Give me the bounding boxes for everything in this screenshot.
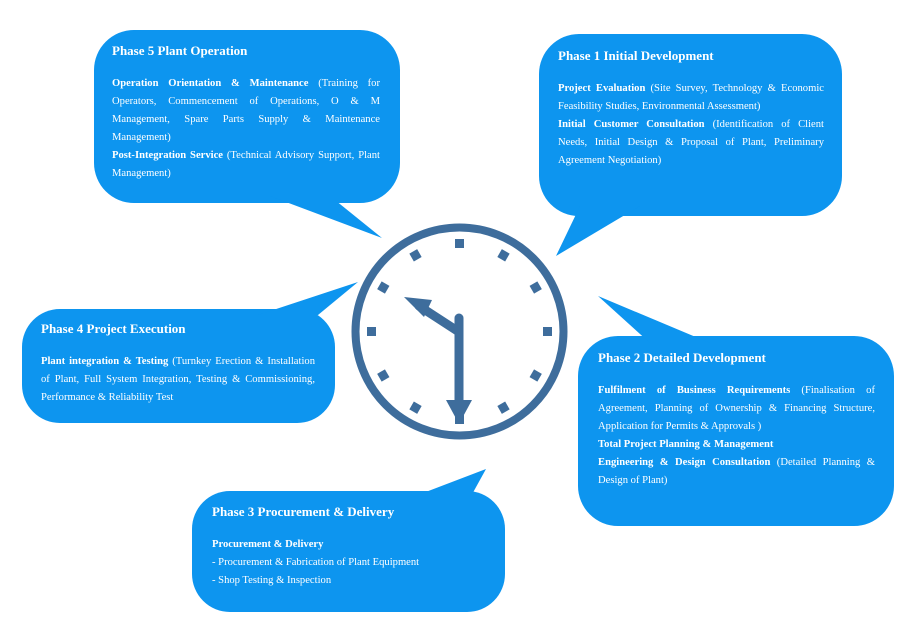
phase2-item3-text: (Detailed Planning & Design of Plant) xyxy=(598,457,875,486)
clock-hour-hand xyxy=(404,297,464,337)
phase1-item1-text: (Site Survey, Technology & Economic Feas… xyxy=(558,83,824,112)
phase1-item1: Project Evaluation (Site Survey, Technol… xyxy=(558,80,824,116)
clock-tick xyxy=(455,239,464,248)
clock-tick xyxy=(409,401,422,414)
phase4-item1-head: Plant integration & Testing xyxy=(41,356,169,367)
phase3-title: Phase 3 Procurement & Delivery xyxy=(212,504,395,519)
phase3-line1: - Procurement & Fabrication of Plant Equ… xyxy=(212,557,420,568)
phase2-title: Phase 2 Detailed Development xyxy=(598,350,766,365)
phase2-item1: Fulfilment of Business Requirements (Fin… xyxy=(598,382,875,436)
phase5-item2-head: Post-Integration Service xyxy=(112,150,223,161)
bubble-phase1: Phase 1 Initial Development Project Eval… xyxy=(558,48,824,170)
phase2-item3: Engineering & Design Consultation (Detai… xyxy=(598,454,875,490)
bubble-phase3: Phase 3 Procurement & Delivery Procureme… xyxy=(212,504,486,590)
clock-tick xyxy=(543,327,552,336)
phase5-item2: Post-Integration Service (Technical Advi… xyxy=(112,147,380,183)
phase1-item2-text: (Identification of Client Needs, Initial… xyxy=(558,119,824,166)
phase5-item2-text: (Technical Advisory Support, Plant Manag… xyxy=(112,150,381,179)
phase1-item2-head: Initial Customer Consultation xyxy=(558,119,705,130)
phase5-item1: Operation Orientation & Maintenance (Tra… xyxy=(112,75,380,147)
phase4-title: Phase 4 Project Execution xyxy=(41,321,186,336)
phase2-item1-head: Fulfilment of Business Requirements xyxy=(598,385,791,396)
clock-tick xyxy=(377,369,390,382)
clock-tick xyxy=(497,249,510,262)
clock-ticks xyxy=(367,239,552,424)
clock-tick xyxy=(377,281,390,294)
clock-minute-hand xyxy=(446,313,472,424)
clock-tick xyxy=(529,281,542,294)
phase1-item2: Initial Customer Consultation (Identific… xyxy=(558,116,824,170)
bubble-phase2: Phase 2 Detailed Development Fulfilment … xyxy=(598,350,875,490)
phase1-item1-head: Project Evaluation xyxy=(558,83,646,94)
phase5-item1-text: (Training for Operators, Commencement of… xyxy=(112,78,380,143)
phase5-item1-head: Operation Orientation & Maintenance xyxy=(112,78,309,89)
phase4-item1: Plant integration & Testing (Turnkey Ere… xyxy=(41,353,315,407)
phase3-item1-head: Procurement & Delivery xyxy=(212,539,324,550)
bubble-phase3-shape xyxy=(192,469,505,612)
clock-tick xyxy=(529,369,542,382)
bubble-phase4-shape xyxy=(22,282,358,423)
phase1-title: Phase 1 Initial Development xyxy=(558,48,714,63)
clock-tick xyxy=(497,401,510,414)
bubble-phase5: Phase 5 Plant Operation Operation Orient… xyxy=(112,43,380,183)
bubble-phase1-shape xyxy=(539,34,842,256)
phase5-title: Phase 5 Plant Operation xyxy=(112,43,248,58)
clock-tick xyxy=(367,327,376,336)
phase2-item1-text: (Finalisation of Agreement, Planning of … xyxy=(598,385,875,432)
phase2-item2: Total Project Planning & Management xyxy=(598,436,875,454)
phase3-line2: - Shop Testing & Inspection xyxy=(212,575,332,586)
clock-tick xyxy=(409,249,422,262)
clock-icon xyxy=(351,223,568,440)
phase2-item2-head: Total Project Planning & Management xyxy=(598,439,774,450)
bubble-phase2-shape xyxy=(578,296,894,526)
phase2-item3-head: Engineering & Design Consultation xyxy=(598,457,771,468)
bubble-phase5-shape xyxy=(94,30,400,238)
bubble-phase4: Phase 4 Project Execution Plant integrat… xyxy=(41,321,315,407)
phase4-item1-text: (Turnkey Erection & Installation of Plan… xyxy=(41,356,315,403)
